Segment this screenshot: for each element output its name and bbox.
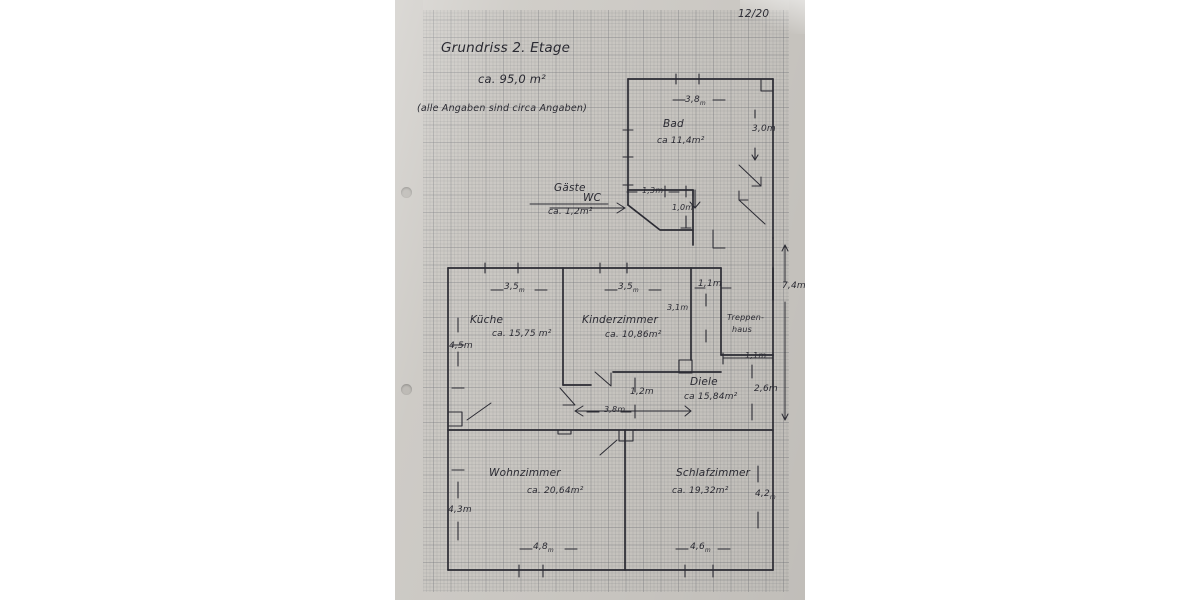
disclaimer-note: (alle Angaben sind circa Angaben) [417,103,588,114]
dimension-schlafzimmer-height-value: 4,2 [755,489,770,499]
dimension-bottom [518,564,714,578]
dimension-wohnzimmer-height: 4,3m [448,505,472,515]
dimension-schlafzimmer-width-unit: m [704,546,711,554]
paper-bottom-margin [395,592,805,600]
dimension-ticks-top-band [484,262,707,343]
room-label-treppenhaus-line1: Treppen- [727,313,765,322]
dimension-wohnzimmer-width: 4,8m [533,542,554,554]
room-area-kueche: ca. 15,75 m² [492,329,552,339]
dimension-ticks-bad-top [622,73,759,186]
dimension-right-total-height: 7,4m [782,281,806,291]
room-area-gaeste-wc: ca. 1,2m² [548,207,593,217]
dimension-kueche-height: 4,5m [449,341,473,351]
window-opening-diele [678,359,693,374]
dimension-left-wall [451,317,465,541]
room-label-wohnzimmer: Wohnzimmer [489,467,561,479]
dimension-diele-inner-height: 3,1m [667,303,689,312]
dimension-wc-width: 1,3m [642,186,664,195]
window-opening-bad [760,78,774,92]
dimension-dashes [490,99,770,550]
dimension-schlafzimmer-width-value: 4,6 [690,542,705,552]
door-opening-hall [618,429,634,442]
paper-left-margin [395,0,423,600]
dimension-wohnzimmer-width-value: 4,8 [533,542,548,552]
dimension-diele-top-width: 1,1m [698,279,722,289]
dimension-wohnzimmer-width-unit: m [547,546,554,554]
room-label-kueche: Küche [470,314,504,326]
paper-right-margin [789,0,805,600]
floorplan-drawing [447,73,789,578]
dimension-hall [574,377,692,419]
dimension-schlafzimmer-width: 4,6m [690,542,711,554]
room-area-bad: ca 11,4m² [657,136,705,146]
room-label-kinderzimmer: Kinderzimmer [582,314,658,326]
room-outline-gaeste-wc [627,189,694,246]
dimension-ticks-wc [664,185,692,229]
room-area-wohnzimmer: ca. 20,64m² [527,486,584,496]
punch-hole-lower [401,384,412,395]
page-number-note: 12/20 [738,8,770,20]
dimension-schlafzimmer-height: 4,2m [755,489,776,501]
dimension-hall-width: 3,8m [604,405,626,414]
plan-title: Grundriss 2. Etage [441,40,571,56]
graph-paper-sheet [395,0,805,600]
window-opening-left [447,411,463,427]
dimension-bad-width: 3,8m [685,95,706,107]
room-label-treppenhaus-line2: haus [732,325,753,334]
dimension-right-total [781,244,789,421]
room-area-schlafzimmer: ca. 19,32m² [672,486,729,496]
dimension-kueche-width: 3,5m [504,282,525,294]
dimension-bad-height: 3,0m [752,124,776,134]
room-label-bad: Bad [663,118,684,130]
room-outline-treppenhaus [720,237,774,356]
opening-hall-left [557,429,572,435]
dimension-treppenhaus-width: 1,1m [745,351,767,360]
total-area-label: ca. 95,0 m² [478,72,546,86]
dimension-diele-height: 2,6m [754,384,778,394]
punch-hole-upper [401,187,412,198]
dimension-kinderzimmer-width: 3,5m [618,282,639,294]
room-label-diele: Diele [690,376,718,388]
dimension-kueche-width-value: 3,5 [504,282,519,292]
dimension-kinderzimmer-width-unit: m [632,286,639,294]
room-label-schlafzimmer: Schlafzimmer [676,467,751,479]
room-label-gaeste-wc-line2: WC [583,192,602,204]
paper-top-margin [395,0,805,10]
room-label-gaeste-wc-line1: Gäste [554,182,586,194]
dimension-hall-door: 1,2m [630,387,654,397]
dimension-kueche-width-unit: m [518,286,525,294]
dimension-bad-width-unit: m [699,99,706,107]
dimension-schlafzimmer-height-unit: m [769,493,776,501]
dimension-kinderzimmer-width-value: 3,5 [618,282,633,292]
dimension-wc-height: 1,0m [672,203,694,212]
callout-arrow-gaeste-wc [529,202,626,214]
room-area-diele: ca 15,84m² [684,392,738,402]
room-area-kinderzimmer: ca. 10,86m² [605,330,662,340]
dimension-bad-width-value: 3,8 [685,95,700,105]
room-outline-bad [627,78,774,239]
